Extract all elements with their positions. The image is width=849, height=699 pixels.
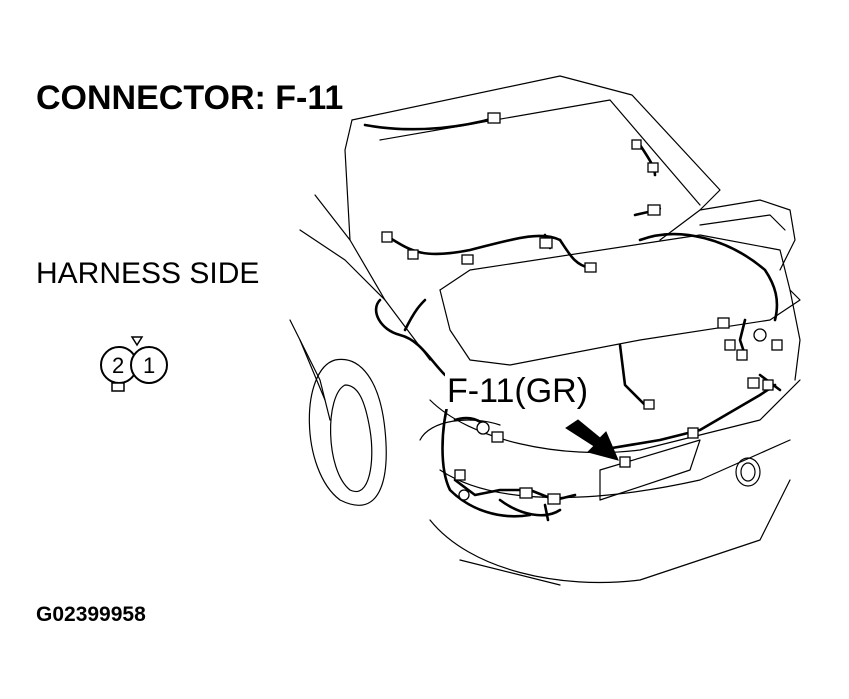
connector-callout-label: F-11(GR) [445, 372, 591, 410]
figure-id: G02399958 [36, 603, 146, 626]
connector-pin-1: 1 [143, 353, 155, 378]
connector-pin-2: 2 [112, 353, 124, 378]
connector-face-icon: 2 1 [100, 336, 168, 392]
harness-side-label: HARNESS SIDE [36, 257, 260, 290]
callout-arrow-icon [565, 419, 619, 461]
diagram-title: CONNECTOR: F-11 [36, 79, 344, 117]
